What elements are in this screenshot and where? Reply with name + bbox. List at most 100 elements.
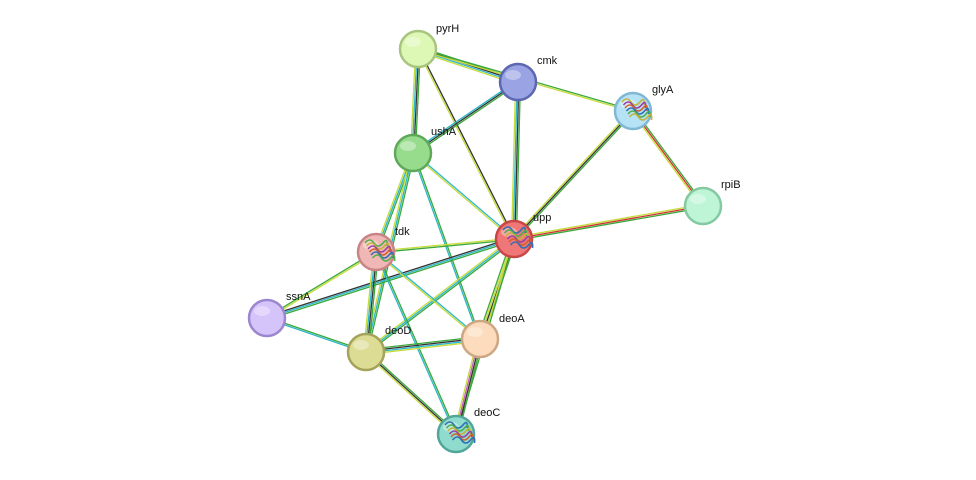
node-label: ssnA [286,291,311,303]
node-circle[interactable] [346,332,386,372]
node-highlight [690,194,706,204]
structure-strand [370,251,394,259]
edge-evidence-line [376,239,515,254]
node-glyA[interactable]: glyA [613,84,674,131]
node-circle[interactable] [393,133,433,173]
structure-strand [365,242,390,250]
edge-upp-deoD [364,237,516,354]
node-upp[interactable]: upp [494,212,551,259]
edge-evidence-line [365,351,457,435]
structure-strand [505,232,529,240]
edges-layer [266,46,705,436]
node-highlight [405,37,421,47]
edge-evidence-line [513,203,703,239]
node-circle[interactable] [247,298,287,338]
edge-cmk-ushA [411,80,520,155]
node-label: cmk [537,55,558,67]
edge-evidence-line [513,205,704,240]
structure-strand [450,433,474,441]
edge-cmk-upp [510,81,522,240]
edge-tdk-deoA [375,250,481,341]
edge-evidence-line [510,81,517,239]
node-highlight [467,327,483,337]
edge-evidence-line [376,251,458,434]
edge-upp-tdk [375,237,515,254]
structure-strand [444,421,468,429]
edge-evidence-line [364,352,456,436]
structure-strand [503,229,528,237]
node-deoC[interactable]: deoC [436,407,500,454]
structure-strand [368,248,393,256]
structure-strand [371,254,396,262]
edge-evidence-line [266,236,514,318]
edge-evidence-line [633,109,705,206]
edge-evidence-line [375,252,480,341]
node-ssnA[interactable]: ssnA [247,291,311,338]
structure-strand [447,427,471,435]
edge-evidence-line [513,110,634,240]
structure-strand [367,245,391,253]
edge-evidence-line [266,238,515,319]
edge-evidence-line [515,82,522,240]
node-label: deoD [385,325,411,337]
node-label: rpiB [721,179,741,191]
edge-evidence-line [514,206,704,242]
structure-strand [509,241,534,249]
node-pyrH[interactable]: pyrH [398,23,459,69]
node-circle[interactable] [460,319,500,359]
edge-evidence-line [512,109,633,239]
edge-evidence-line [418,48,516,239]
edge-evidence-line [366,239,516,354]
node-highlight [505,70,521,80]
structure-strand [622,101,647,109]
node-highlight [353,340,369,350]
edge-evidence-line [365,335,480,351]
structure-strand [624,104,648,112]
node-label: ushA [431,126,457,138]
edge-evidence-line [376,250,481,339]
edge-evidence-line [514,82,520,240]
structure-strand [627,110,651,118]
node-circle[interactable] [683,186,723,226]
nodes-layer: pyrH cmk glyA ushA rpiB upp tdk ssnA deoD deoA deo… [247,23,741,454]
node-rpiB[interactable]: rpiB [683,179,741,226]
node-label: deoC [474,407,500,419]
node-label: tdk [395,226,410,238]
node-tdk[interactable]: tdk [356,226,410,272]
edge-rpiB-upp [513,203,704,242]
node-highlight [400,141,416,151]
edge-evidence-line [416,49,514,240]
edge-evidence-line [364,237,514,352]
edge-deoD-deoC [364,350,458,436]
node-deoD[interactable]: deoD [346,325,411,372]
node-cmk[interactable]: cmk [498,55,558,102]
node-ushA[interactable]: ushA [393,126,457,173]
node-deoA[interactable]: deoA [460,313,525,359]
edge-evidence-line [267,239,515,321]
edge-evidence-line [366,340,481,356]
edge-ushA-upp [412,151,515,241]
structure-strand [625,107,650,115]
structure-strand [628,113,653,121]
edge-evidence-line [412,153,514,241]
edge-evidence-line [267,252,377,320]
edge-evidence-line [375,237,514,252]
protein-structure-icon [444,421,476,444]
edge-evidence-line [412,81,519,154]
structure-strand [508,238,532,246]
structure-strand [506,235,531,243]
node-circle[interactable] [498,62,538,102]
structure-strand [445,424,470,432]
edge-upp-ssnA [266,236,515,321]
node-circle[interactable] [398,29,438,69]
node-highlight [254,306,270,316]
edge-tdk-ssnA [266,250,377,320]
edge-evidence-line [365,238,515,353]
edge-pyrH-upp [416,48,516,240]
structure-strand [451,436,476,444]
node-label: upp [533,212,551,224]
edge-evidence-line [266,250,376,318]
edge-evidence-line [631,111,703,208]
edge-evidence-line [514,111,635,241]
